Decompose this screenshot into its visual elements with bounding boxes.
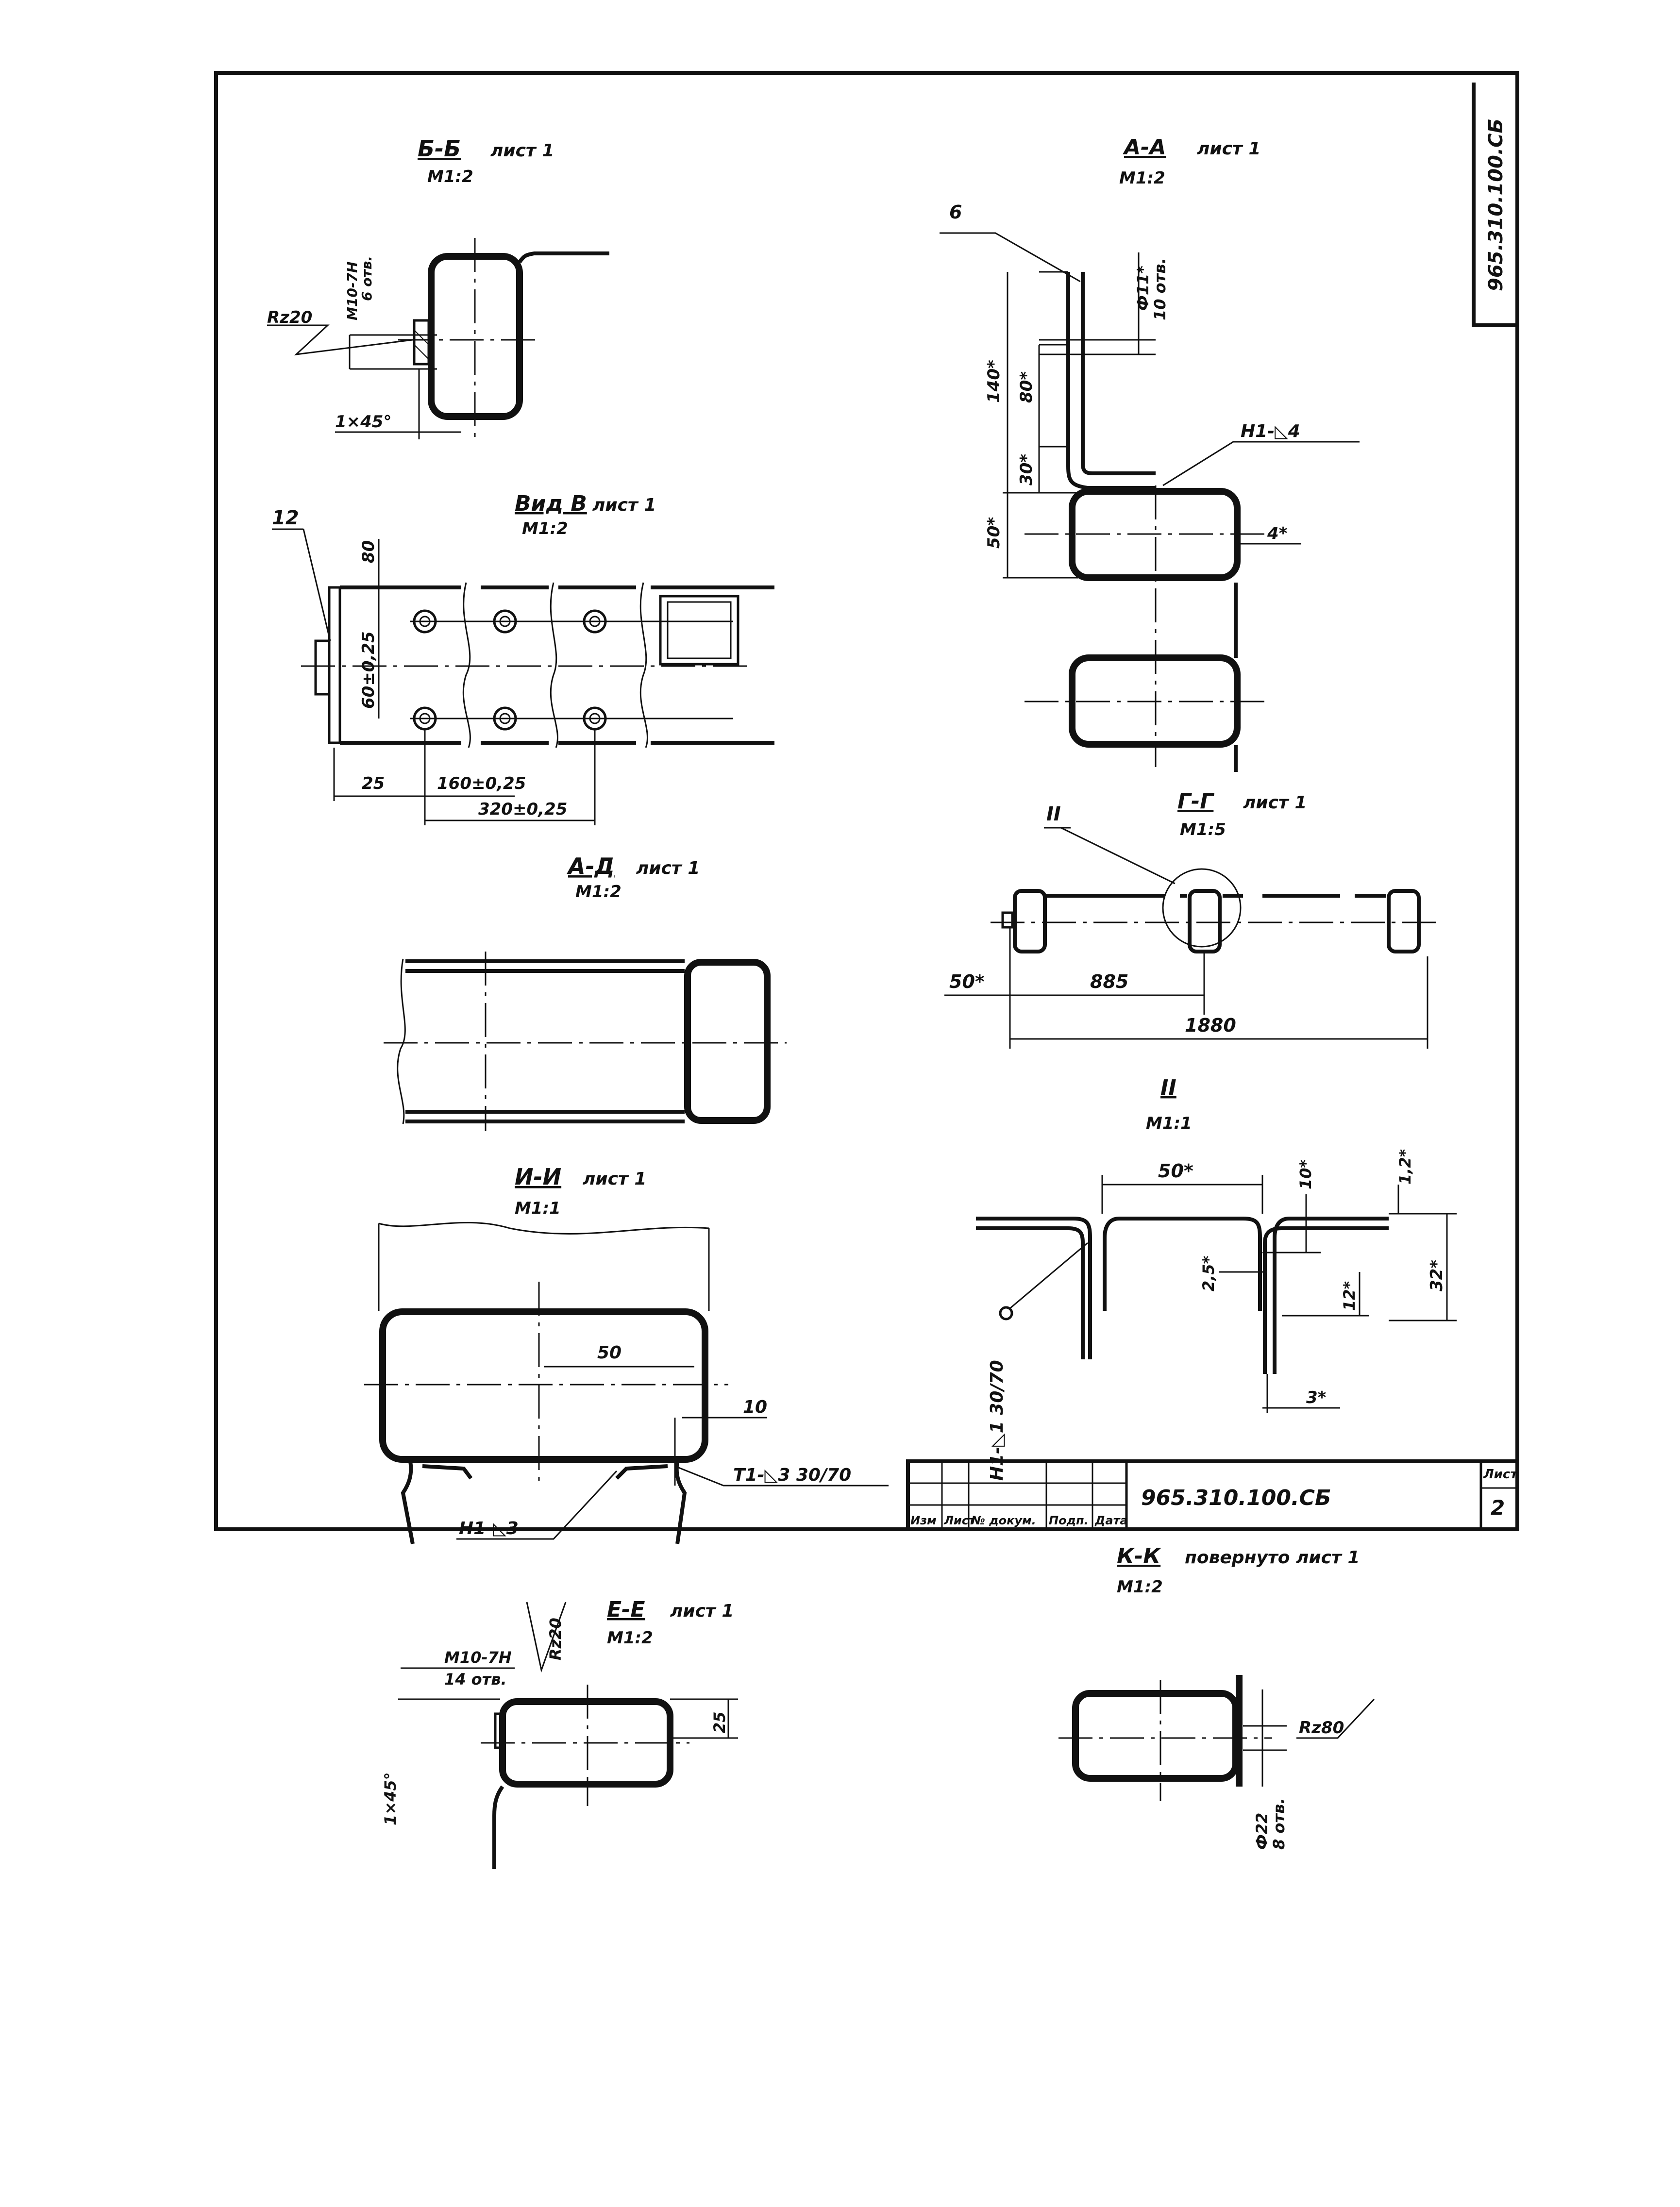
ii-d2: 10	[743, 1397, 767, 1417]
kk-title: К-К	[1117, 1544, 1161, 1569]
ee-d1: 25	[710, 1711, 729, 1733]
gg-detail: II	[1046, 803, 1061, 825]
vb-holes	[413, 609, 607, 731]
view-ee: Е-Е лист 1 М1:2 М10-7Н 14 отв. Rz20 25 1…	[381, 1597, 738, 1869]
view-vb: Вид В лист 1 М1:2 12 80 60±0,25	[272, 491, 774, 825]
vb-window	[659, 595, 739, 666]
tb-doc-number: 965.310.100.СБ	[1141, 1486, 1331, 1510]
vb-d3: 25	[362, 774, 385, 793]
view-kk: К-К повернуто лист 1 М1:2 Rz80 Ф22 8 отв…	[1058, 1544, 1375, 1850]
bb-chamfer: 1×45°	[335, 412, 391, 432]
bb-rough: Rz20	[267, 308, 312, 327]
vb-d2: 60±0,25	[359, 631, 378, 709]
ii2-title: II	[1160, 1075, 1176, 1100]
aa-ref: лист 1	[1197, 139, 1260, 159]
ad-scale: М1:2	[575, 882, 622, 902]
gg-ref: лист 1	[1243, 793, 1307, 813]
gg-scale: М1:5	[1180, 820, 1226, 839]
aa-d4: 50*	[984, 517, 1004, 549]
ii-title: И-И	[515, 1164, 561, 1190]
ii2-d1: 50*	[1158, 1160, 1193, 1182]
vb-title: Вид В	[515, 491, 587, 516]
ii2-d6: 32*	[1427, 1260, 1446, 1291]
ad-tube-section	[684, 959, 771, 1124]
ee-scale: М1:2	[607, 1628, 653, 1648]
ee-chamfer: 1×45°	[381, 1772, 400, 1825]
vb-scale: М1:2	[522, 519, 568, 538]
gg-d3: 1880	[1185, 1015, 1236, 1036]
aa-holes: 10 отв.	[1151, 258, 1169, 320]
aa-d3: 30*	[1017, 454, 1036, 485]
tb-col-list: Лист	[943, 1514, 976, 1527]
aa-weld: Н1-◺4	[1241, 421, 1300, 441]
ii2-scale: М1:1	[1146, 1114, 1192, 1133]
stamp-number: 965.310.100.СБ	[1485, 118, 1507, 291]
ad-title: А-Д	[567, 853, 615, 879]
tb-sheet-number: 2	[1491, 1496, 1505, 1520]
aa-pos: 6	[949, 201, 962, 223]
tb-col-doc: № докум.	[971, 1514, 1036, 1527]
gg-title: Г-Г	[1177, 789, 1214, 814]
tb-col-sign: Подп.	[1049, 1514, 1089, 1527]
title-block: Изм Лист № докум. Подп. Дата 965.310.100…	[906, 1459, 1519, 1531]
ee-thread: М10-7Н	[444, 1648, 512, 1667]
kk-ref: повернуто лист 1	[1185, 1548, 1360, 1568]
ee-rough: Rz20	[546, 1618, 565, 1660]
aa-hole: Ф11*	[1134, 266, 1152, 311]
bb-ref: лист 1	[490, 141, 554, 161]
view-detail-ii: II М1:1 50* 10* 1,2* 2,5* 12* 32* 3* Н1-…	[976, 1075, 1457, 1481]
gg-detail-circle	[1162, 868, 1242, 948]
ad-ref: лист 1	[636, 858, 700, 878]
ii2-d5: 12*	[1340, 1281, 1359, 1311]
kk-tube-section	[1072, 1690, 1239, 1782]
kk-rough: Rz80	[1299, 1718, 1344, 1738]
view-ii: И-И лист 1 М1:1 50 10 Т1-◺3 30/70 Н1-◺3	[364, 1164, 889, 1544]
tb-col-izm: Изм	[910, 1514, 937, 1527]
aa-d5: 4*	[1267, 524, 1288, 543]
vb-pos: 12	[272, 507, 299, 529]
ii-weld2: Н1-◺3	[459, 1519, 519, 1538]
gg-d1: 50*	[949, 971, 985, 992]
vb-d1: 80	[359, 540, 378, 563]
aa-d1: 140*	[984, 360, 1004, 403]
stamp-box: 965.310.100.СБ	[1472, 83, 1517, 327]
view-gg: Г-Г лист 1 М1:5 II 50* 885 1880	[944, 789, 1437, 1049]
ii-tube-section	[379, 1308, 708, 1463]
ee-title: Е-Е	[607, 1597, 645, 1622]
tb-sheet-label: Лист	[1483, 1467, 1518, 1482]
ii-scale: М1:1	[515, 1199, 561, 1218]
sheet-frame	[214, 71, 1519, 1531]
vb-d5: 320±0,25	[478, 800, 567, 819]
bb-nut	[413, 319, 430, 366]
gg-d2: 885	[1090, 971, 1128, 992]
tb-col-date: Дата	[1094, 1514, 1128, 1527]
bb-scale: М1:2	[427, 167, 473, 186]
bb-thread: М10-7Н	[344, 262, 360, 320]
kk-scale: М1:2	[1117, 1577, 1163, 1597]
ii2-d7: 3*	[1306, 1388, 1327, 1407]
kk-holes: 8 отв.	[1270, 1798, 1288, 1850]
view-bb: Б-Б лист 1 М1:2 М10-7Н 6 отв. Rz20 1×45°	[267, 135, 609, 439]
ii2-d2: 10*	[1296, 1159, 1315, 1189]
aa-scale: М1:2	[1119, 168, 1165, 188]
ii-weld1: Т1-◺3 30/70	[733, 1465, 851, 1485]
ii-d1: 50	[597, 1343, 622, 1363]
aa-title: А-А	[1123, 135, 1166, 160]
ee-holes: 14 отв.	[444, 1670, 507, 1689]
view-aa: А-А лист 1 М1:2 6 140* 80* 30* 50* Ф11* …	[940, 135, 1360, 772]
bb-holes: 6 отв.	[359, 256, 375, 301]
vb-ref: лист 1	[592, 495, 656, 515]
ii-ref: лист 1	[583, 1169, 646, 1189]
kk-hole: Ф22	[1253, 1813, 1271, 1850]
ii2-d4: 2,5*	[1199, 1255, 1218, 1291]
aa-d2: 80*	[1017, 371, 1036, 403]
vb-end-plate	[328, 586, 341, 744]
ii2-d3: 1,2*	[1396, 1149, 1414, 1185]
bb-title: Б-Б	[418, 135, 461, 162]
vb-d4: 160±0,25	[437, 774, 526, 793]
ee-ref: лист 1	[670, 1601, 734, 1621]
view-ad: А-Д лист 1 М1:2	[384, 853, 787, 1131]
